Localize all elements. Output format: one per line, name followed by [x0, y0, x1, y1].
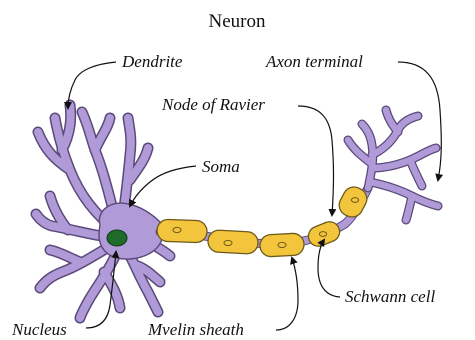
label-nucleus: Nucleus	[11, 320, 67, 339]
myelin-segment	[207, 230, 258, 255]
label-myelin-sheath: Mvelin sheath	[147, 320, 244, 339]
label-node-of-ranvier: Node of Ravier	[161, 95, 265, 114]
leader-dendrite	[68, 62, 116, 108]
diagram-title: Neuron	[209, 11, 266, 32]
leader-node-of-ranvier	[298, 106, 334, 215]
myelin-segment	[259, 233, 304, 257]
label-soma: Soma	[202, 157, 240, 176]
nucleus	[107, 230, 127, 246]
soma	[99, 203, 163, 259]
leader-myelin-sheath	[276, 258, 298, 330]
myelin-segment	[157, 219, 208, 243]
label-dendrite: Dendrite	[121, 52, 183, 71]
myelin-sheath	[157, 183, 371, 257]
leader-schwann-cell	[318, 240, 340, 297]
label-schwann-cell: Schwann cell	[345, 287, 435, 306]
myelin-segment schwann-cell	[305, 219, 342, 250]
label-axon-terminal: Axon terminal	[265, 52, 363, 71]
